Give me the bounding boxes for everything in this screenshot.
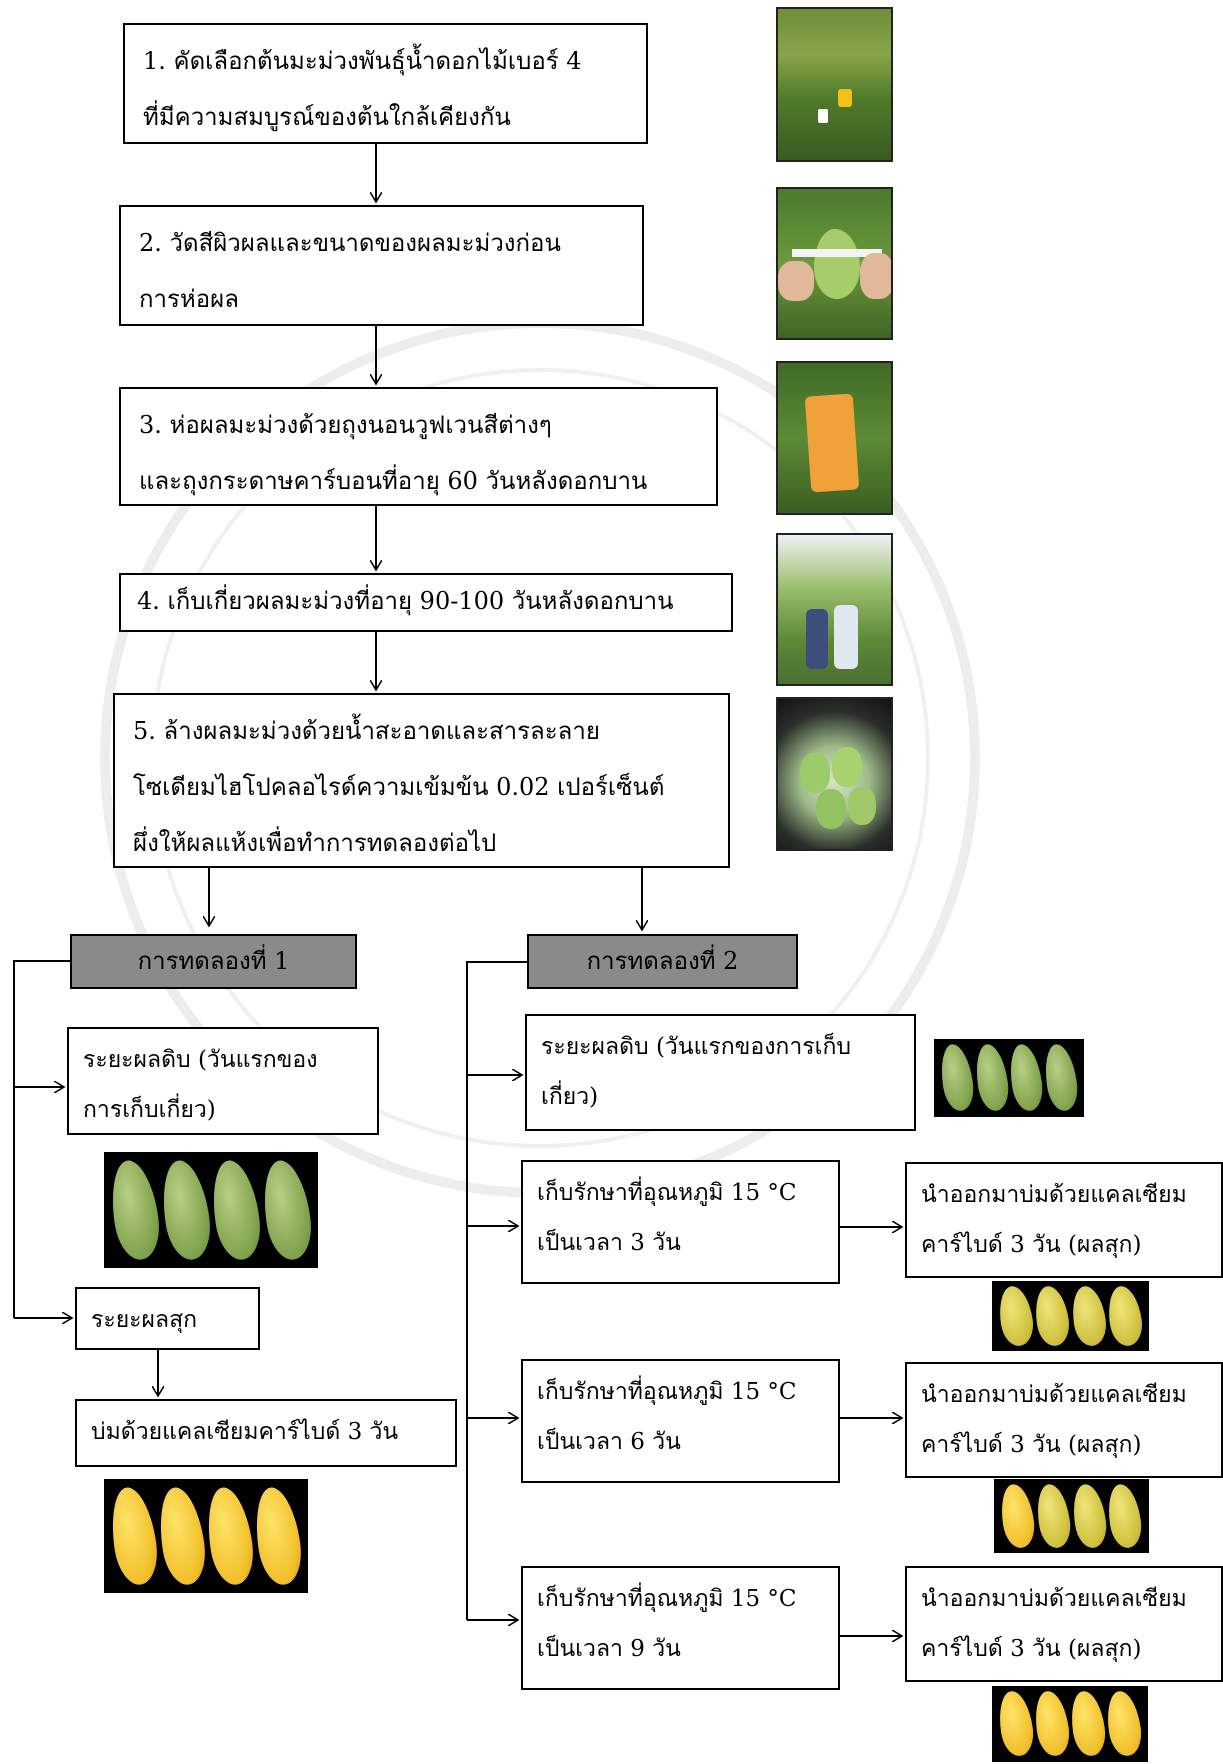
experiment-2-header: การทดลองที่ 2: [527, 934, 798, 989]
ripen-6-line-1: นำออกมาบ่มด้วยแคลเซียม: [921, 1382, 1187, 1408]
ripe-mango: [250, 1484, 306, 1588]
exp2-store-3-days-box: เก็บรักษาที่อุณหภูมิ 15 °C เป็นเวลา 3 วั…: [521, 1160, 840, 1284]
store-6-line-1: เก็บรักษาที่อุณหภูมิ 15 °C: [537, 1379, 797, 1405]
exp2-ripen-box-6: นำออกมาบ่มด้วยแคลเซียม คาร์ไบด์ 3 วัน (ผ…: [905, 1362, 1223, 1478]
ripe-mango: [154, 1484, 210, 1588]
step-5-line-3: ผึ่งให้ผลแห้งเพื่อทำการทดลองต่อไป: [133, 829, 497, 857]
store-6-line-2: เป็นเวลา 6 วัน: [537, 1429, 681, 1455]
raw-mango: [257, 1157, 316, 1263]
exp1-raw-mango-photo: [104, 1152, 318, 1268]
ripen-3-line-1: นำออกมาบ่มด้วยแคลเซียม: [921, 1182, 1187, 1208]
exp2-bracket: [466, 961, 527, 1620]
raw-mango: [937, 1042, 977, 1114]
step-3-box: 3. ห่อผลมะม่วงด้วยถุงนอนวูฟเวนสีต่างๆ แล…: [119, 387, 718, 506]
ripe-mango: [106, 1484, 162, 1588]
step-5-box: 5. ล้างผลมะม่วงด้วยน้ำสะอาดและสารละลาย โ…: [113, 693, 730, 868]
ripe-mango: [995, 1689, 1037, 1759]
exp1-ripe-mango-photo: [104, 1479, 308, 1593]
exp1-ripe-stage-box: ระยะผลสุก: [75, 1287, 260, 1350]
exp2-raw-line-1: ระยะผลดิบ (วันแรกของการเก็บ: [541, 1034, 852, 1060]
ripe-mango: [997, 1482, 1038, 1550]
exp2-ripe-mango-photo-3: [992, 1281, 1149, 1351]
ripe-mango: [1103, 1689, 1145, 1759]
step-5-line-1: 5. ล้างผลมะม่วงด้วยน้ำสะอาดและสารละลาย: [133, 717, 600, 745]
experiment-1-title: การทดลองที่ 1: [137, 947, 290, 975]
raw-mango: [207, 1157, 266, 1263]
store-9-line-1: เก็บรักษาที่อุณหภูมิ 15 °C: [537, 1586, 797, 1612]
step-4-line: 4. เก็บเกี่ยวผลมะม่วงที่อายุ 90-100 วันห…: [137, 587, 674, 615]
experiment-1-header: การทดลองที่ 1: [70, 934, 357, 989]
step-3-line-1: 3. ห่อผลมะม่วงด้วยถุงนอนวูฟเวนสีต่างๆ: [139, 411, 552, 439]
mango-tree-photo: [776, 7, 893, 162]
exp1-raw-stage-box: ระยะผลดิบ (วันแรกของ การเก็บเกี่ยว): [67, 1027, 379, 1135]
step-2-box: 2. วัดสีผิวผลและขนาดของผลมะม่วงก่อน การห…: [119, 205, 644, 326]
ripen-9-line-2: คาร์ไบด์ 3 วัน (ผลสุก): [921, 1636, 1142, 1662]
ripen-9-line-1: นำออกมาบ่มด้วยแคลเซียม: [921, 1586, 1187, 1612]
exp1-bracket: [13, 960, 70, 1318]
raw-mango: [106, 1157, 165, 1263]
ripen-6-line-2: คาร์ไบด์ 3 วัน (ผลสุก): [921, 1432, 1142, 1458]
bagged-mango-photo: [776, 361, 893, 515]
exp2-ripen-box-9: นำออกมาบ่มด้วยแคลเซียม คาร์ไบด์ 3 วัน (ผ…: [905, 1566, 1223, 1682]
ripe-mango: [1031, 1689, 1073, 1759]
step-2-line-2: การห่อผล: [139, 285, 239, 313]
step-2-line-1: 2. วัดสีผิวผลและขนาดของผลมะม่วงก่อน: [139, 229, 561, 257]
step-5-line-2: โซเดียมไฮโปคลอไรด์ความเข้มข้น 0.02 เปอร์…: [133, 773, 665, 801]
ripe-mango: [1105, 1482, 1146, 1550]
raw-mango: [1006, 1042, 1046, 1114]
exp2-store-6-days-box: เก็บรักษาที่อุณหภูมิ 15 °C เป็นเวลา 6 วั…: [521, 1359, 840, 1483]
exp1-ripe-label: ระยะผลสุก: [91, 1307, 198, 1333]
store-9-line-2: เป็นเวลา 9 วัน: [537, 1636, 681, 1662]
exp1-raw-line-1: ระยะผลดิบ (วันแรกของ: [83, 1047, 318, 1073]
exp2-ripe-mango-photo-6: [994, 1479, 1149, 1553]
exp2-ripe-mango-photo-9: [992, 1686, 1148, 1762]
step-1-line-1: 1. คัดเลือกต้นมะม่วงพันธุ์น้ำดอกไม้เบอร์…: [143, 47, 582, 75]
ripe-mango: [202, 1484, 258, 1588]
exp1-ripen-box: บ่มด้วยแคลเซียมคาร์ไบด์ 3 วัน: [75, 1399, 457, 1467]
raw-mango: [156, 1157, 215, 1263]
exp1-raw-line-2: การเก็บเกี่ยว): [83, 1097, 216, 1123]
exp2-raw-mango-photo: [934, 1039, 1084, 1117]
ripe-mango: [1104, 1283, 1145, 1349]
ripe-mango: [1033, 1482, 1074, 1550]
harvest-photo: [776, 533, 893, 686]
exp2-raw-line-2: เกี่ยว): [541, 1084, 599, 1110]
raw-mango: [1041, 1042, 1081, 1114]
store-3-line-1: เก็บรักษาที่อุณหภูมิ 15 °C: [537, 1180, 797, 1206]
exp2-raw-stage-box: ระยะผลดิบ (วันแรกของการเก็บ เกี่ยว): [525, 1014, 916, 1131]
exp2-ripen-box-3: นำออกมาบ่มด้วยแคลเซียม คาร์ไบด์ 3 วัน (ผ…: [905, 1162, 1223, 1278]
ripe-mango: [996, 1283, 1037, 1349]
experiment-2-title: การทดลองที่ 2: [586, 947, 739, 975]
ripe-mango: [1032, 1283, 1073, 1349]
exp2-store-9-days-box: เก็บรักษาที่อุณหภูมิ 15 °C เป็นเวลา 9 วั…: [521, 1566, 840, 1690]
step-1-line-2: ที่มีความสมบูรณ์ของต้นใกล้เคียงกัน: [143, 103, 511, 131]
step-3-line-2: และถุงกระดาษคาร์บอนที่อายุ 60 วันหลังดอก…: [139, 467, 648, 495]
step-1-box: 1. คัดเลือกต้นมะม่วงพันธุ์น้ำดอกไม้เบอร์…: [123, 23, 648, 144]
exp1-ripen-label: บ่มด้วยแคลเซียมคาร์ไบด์ 3 วัน: [91, 1419, 399, 1445]
store-3-line-2: เป็นเวลา 3 วัน: [537, 1230, 681, 1256]
ripe-mango: [1067, 1689, 1109, 1759]
step-4-box: 4. เก็บเกี่ยวผลมะม่วงที่อายุ 90-100 วันห…: [119, 573, 733, 632]
washed-mangoes-photo: [776, 697, 893, 851]
raw-mango: [972, 1042, 1012, 1114]
ripe-mango: [1068, 1283, 1109, 1349]
ripen-3-line-2: คาร์ไบด์ 3 วัน (ผลสุก): [921, 1232, 1142, 1258]
measure-mango-photo: [776, 187, 893, 340]
ripe-mango: [1069, 1482, 1110, 1550]
